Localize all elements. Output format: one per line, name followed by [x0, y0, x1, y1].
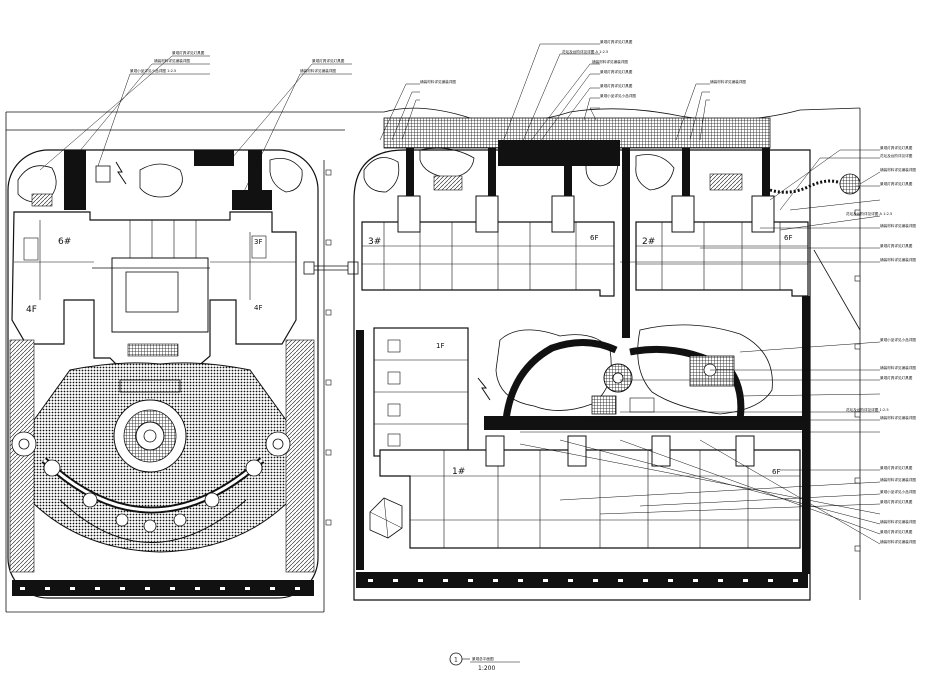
- callout-center-2: 花坛及台阶详见详图 A 1:2.5: [562, 49, 608, 54]
- callout-right-20: 铺装材料详见铺装详图: [880, 539, 916, 544]
- callout-right-2: 花坛及台阶详见详图: [880, 153, 913, 158]
- callouts-right: 景观灯具详见灯具图 花坛及台阶详见详图 铺装材料详见铺装详图 景观灯具详见灯具图…: [846, 145, 916, 544]
- callout-right-1: 景观灯具详见灯具图: [880, 145, 913, 150]
- callout-right-14: 景观灯具详见灯具图: [880, 465, 913, 470]
- callout-top-1: 景观灯具详见灯具图: [172, 50, 205, 55]
- callout-right-18: 铺装材料详见铺装详图: [880, 519, 916, 524]
- bldg-2-floors: 6F: [784, 234, 792, 242]
- callout-top-5: 铺装材料详见铺装详图: [300, 68, 336, 73]
- callout-right-8: 铺装材料详见铺装详图: [880, 257, 916, 262]
- site-boundary: [5, 107, 861, 613]
- drawing-title: 景观总平面图: [472, 656, 494, 661]
- callout-center-7: 景观小品详见小品详图: [600, 93, 636, 98]
- boundary-markers: [325, 169, 861, 552]
- callout-center-8: 铺装材料详见铺装详图: [710, 79, 746, 84]
- leader-lines: [39, 43, 881, 545]
- callout-right-19: 景观灯具详见灯具图: [880, 529, 913, 534]
- west-3f-label: 3F: [254, 238, 262, 246]
- callout-right-15: 铺装材料详见铺装详图: [880, 477, 916, 482]
- bldg-2-num: 2#: [642, 237, 655, 247]
- bldg-1-num: 1#: [452, 467, 465, 477]
- callout-right-11: 景观灯具详见灯具图: [880, 375, 913, 380]
- callout-right-5: 花坛及台阶详见详图 A 1:2.5: [846, 211, 892, 216]
- callouts-top: 景观灯具详见灯具图 铺装材料详见铺装详图 景观小品详见小品详图 1:2.5 景观…: [130, 50, 345, 73]
- callout-center-1: 景观灯具详见灯具图: [600, 39, 633, 44]
- callouts-center: 景观灯具详见灯具图 花坛及台阶详见详图 A 1:2.5 铺装材料详见铺装详图 景…: [420, 39, 746, 98]
- west-block: 6# 4F 3F 4F: [7, 149, 319, 599]
- callout-right-3: 铺装材料详见铺装详图: [880, 167, 916, 172]
- shop-floors: 1F: [436, 342, 444, 350]
- callout-center-5: 铺装材料详见铺装详图: [420, 79, 456, 84]
- west-4f-right-label: 4F: [254, 304, 262, 312]
- callout-center-6: 景观灯具详见灯具图: [600, 83, 633, 88]
- west-6-label: 6#: [58, 237, 71, 247]
- callout-top-2: 铺装材料详见铺装详图: [154, 58, 190, 63]
- callout-right-4: 景观灯具详见灯具图: [880, 181, 913, 186]
- callout-center-4: 景观灯具详见灯具图: [600, 69, 633, 74]
- bldg-3-floors: 6F: [590, 234, 598, 242]
- callout-right-12: 花坛及台阶详见详图 1:2.5: [846, 407, 889, 412]
- callout-top-4: 景观灯具详见灯具图: [312, 58, 345, 63]
- east-block: 3# 6F 2# 6F 1F: [353, 117, 861, 601]
- east-road-dashes: [368, 579, 798, 582]
- title-index: 1: [454, 657, 458, 664]
- callout-right-16: 景观小品详见小品详图: [880, 489, 916, 494]
- west-road-dashes: [20, 587, 300, 590]
- callout-right-10: 铺装材料详见铺装详图: [880, 365, 916, 370]
- callout-top-3: 景观小品详见小品详图 1:2.5: [130, 68, 176, 73]
- callout-right-9: 景观小品详见小品详图: [880, 337, 916, 342]
- callout-right-17: 景观灯具详见灯具图: [880, 499, 913, 504]
- callout-right-6: 铺装材料详见铺装详图: [880, 223, 916, 228]
- west-4f-left-label: 4F: [26, 305, 37, 315]
- callout-right-13: 铺装材料详见铺装详图: [880, 415, 916, 420]
- bldg-1-floors: 6F: [772, 468, 780, 476]
- bldg-3-num: 3#: [368, 237, 381, 247]
- drawing-scale: 1:200: [478, 665, 495, 672]
- callout-right-7: 景观灯具详见灯具图: [880, 243, 913, 248]
- gate-connector: [303, 261, 359, 275]
- drawing-title-block: 1 景观总平面图 1:200: [449, 652, 520, 672]
- callout-center-3: 铺装材料详见铺装详图: [592, 59, 628, 64]
